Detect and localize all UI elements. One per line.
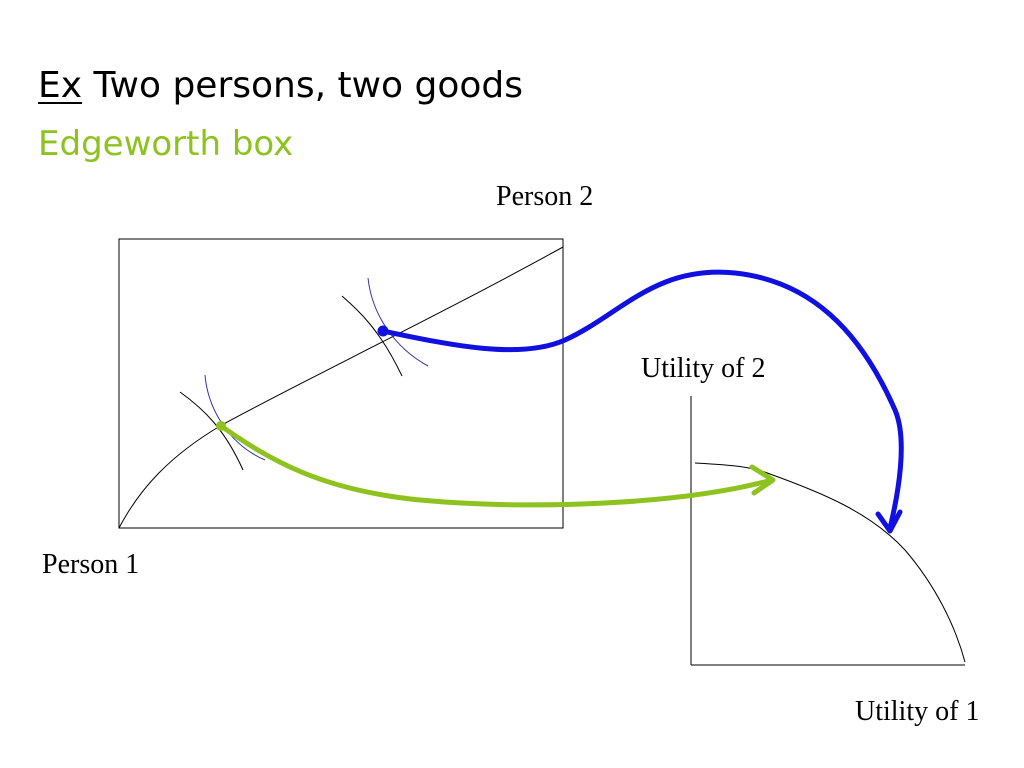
blue-arrow-head [875,509,903,534]
utility-possibility-frontier [694,462,966,663]
indifference-curve-person-1-upper [341,295,403,377]
upper-allocation-point [377,325,389,337]
edgeworth-box-frame [118,238,564,529]
title-ex: Ex [38,65,83,106]
lower-allocation-point [216,421,226,431]
indifference-curve-person-2-upper [367,277,429,367]
person-1-label: Person 1 [42,549,140,580]
person-2-label: Person 2 [496,181,594,212]
utility-of-2-label: Utility of 2 [641,353,766,384]
blue-arrow [380,269,904,531]
contract-curve [118,246,564,529]
green-arrow-head [749,464,776,496]
indifference-curve-person-1-lower [179,391,244,471]
slide-subtitle: Edgeworth box [38,124,294,164]
green-arrow [218,423,775,508]
utility-of-1-label: Utility of 1 [855,696,980,727]
title-text: Two persons, two goods [82,65,524,106]
slide-title: Ex Two persons, two goods [38,66,523,106]
